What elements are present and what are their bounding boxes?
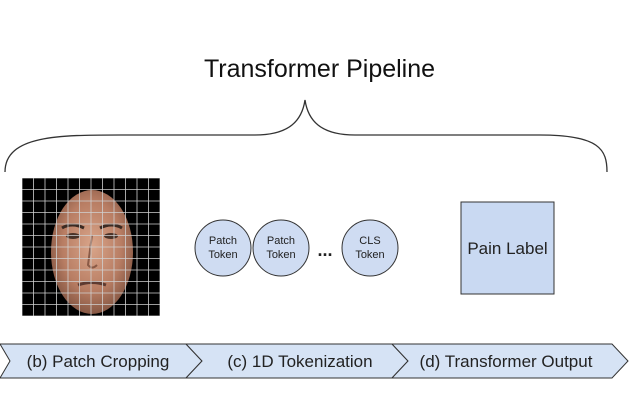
stage-label-b: (b) Patch Cropping xyxy=(27,352,170,371)
pipeline-brace xyxy=(4,99,608,173)
stage-arrow-b: (b) Patch Cropping xyxy=(0,343,203,379)
token-cls-line1: CLS xyxy=(359,235,380,247)
stage-arrow-d: (d) Transformer Output xyxy=(390,343,629,379)
token-patch-1-line1: Patch xyxy=(209,235,237,247)
stage-label-d: (d) Transformer Output xyxy=(420,352,593,371)
token-patch-1-line2: Token xyxy=(208,249,237,261)
token-ellipsis: ... xyxy=(317,240,332,260)
diagram-title: Transformer Pipeline xyxy=(203,55,436,83)
token-patch-2: Patch Token xyxy=(252,219,310,277)
face-patch-grid-image xyxy=(22,178,160,316)
pain-label-box: Pain Label xyxy=(460,201,555,295)
token-cls: CLS Token xyxy=(341,219,399,277)
stage-label-c: (c) 1D Tokenization xyxy=(227,352,372,371)
pain-label-text: Pain Label xyxy=(467,239,547,258)
token-cls-line2: Token xyxy=(355,249,384,261)
token-patch-2-line1: Patch xyxy=(267,235,295,247)
token-patch-1: Patch Token xyxy=(194,219,252,277)
token-patch-2-line2: Token xyxy=(266,249,295,261)
stage-arrow-c: (c) 1D Tokenization xyxy=(184,343,409,379)
